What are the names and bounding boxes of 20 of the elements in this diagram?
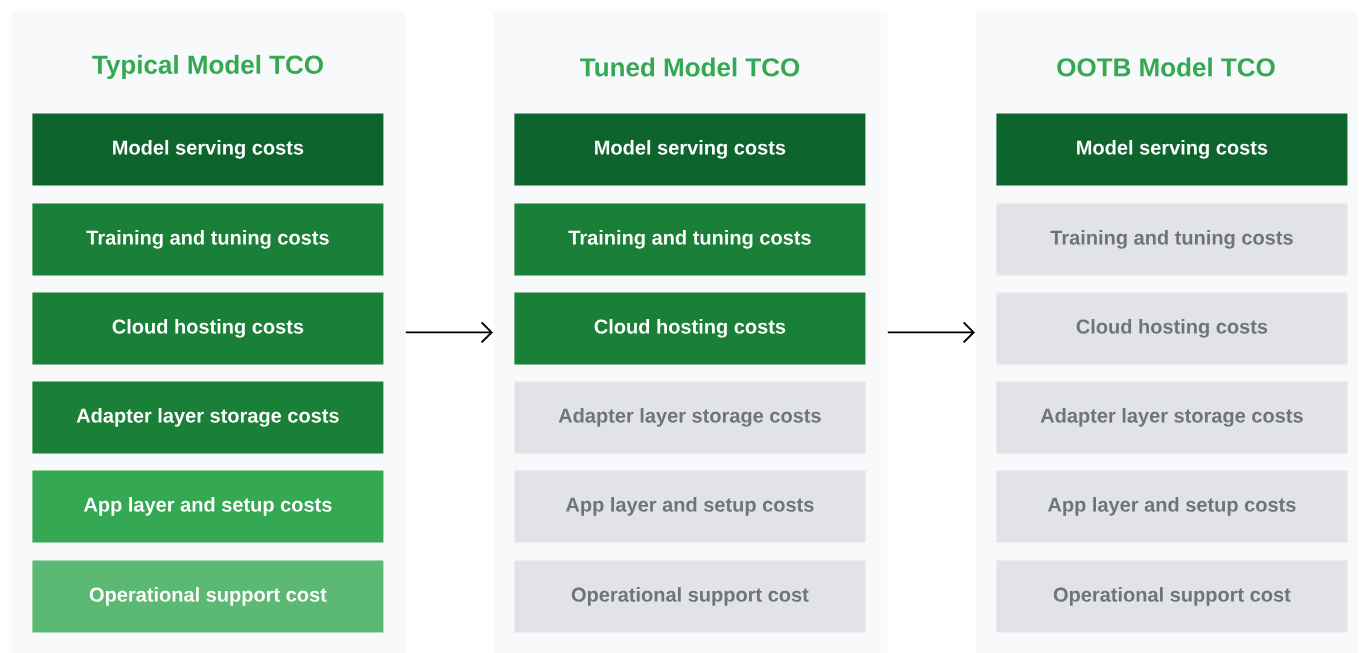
cost-box: Operational support cost	[32, 560, 384, 633]
cost-box: Adapter layer storage costs	[514, 381, 866, 454]
cost-box: App layer and setup costs	[32, 470, 384, 543]
cost-box: Model serving costs	[32, 113, 384, 186]
cost-box: Training and tuning costs	[996, 203, 1348, 276]
cost-box: Operational support cost	[514, 560, 866, 633]
arrow	[405, 321, 493, 344]
cost-box: Model serving costs	[514, 113, 866, 186]
cost-box: Adapter layer storage costs	[996, 381, 1348, 454]
cost-box: Training and tuning costs	[32, 203, 384, 276]
cost-box: Training and tuning costs	[514, 203, 866, 276]
arrow	[887, 321, 975, 344]
cost-box: Adapter layer storage costs	[32, 381, 384, 454]
cost-box: Cloud hosting costs	[996, 292, 1348, 365]
cost-box: Cloud hosting costs	[32, 292, 384, 365]
cost-box: Cloud hosting costs	[514, 292, 866, 365]
cost-box: App layer and setup costs	[514, 470, 866, 543]
cost-box: Operational support cost	[996, 560, 1348, 633]
cost-box: App layer and setup costs	[996, 470, 1348, 543]
cost-box: Model serving costs	[996, 113, 1348, 186]
